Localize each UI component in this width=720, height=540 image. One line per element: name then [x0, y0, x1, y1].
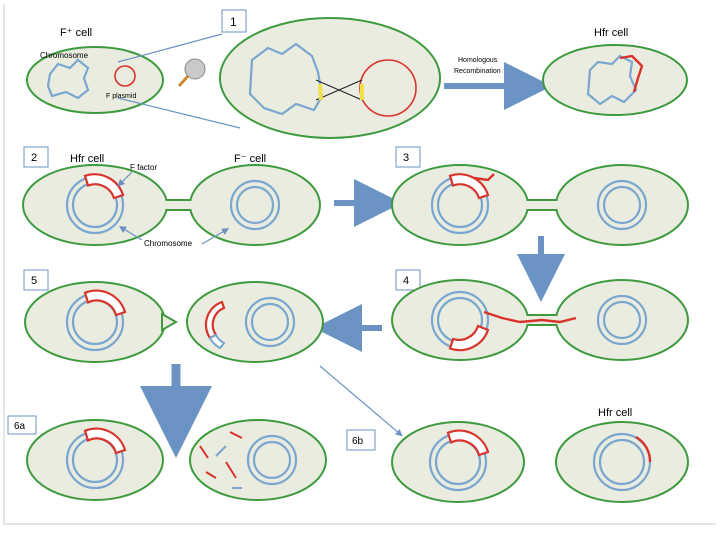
recombination-label-2: Recombination — [454, 68, 501, 75]
panel-1: F⁺ cell Chromosome F plasmid 1 Homologou… — [26, 9, 688, 139]
step-6a-number: 6a — [14, 421, 26, 432]
hfr-cell-label: Hfr cell — [594, 27, 628, 39]
f-factor-segment — [448, 173, 490, 200]
hfr-cell — [391, 421, 525, 503]
fminus-chromosome-inner — [235, 185, 275, 225]
recombinant-cell — [555, 421, 689, 503]
f-factor-pointer — [117, 171, 133, 187]
f-factor-segment — [448, 324, 490, 352]
step-3-number: 3 — [403, 152, 409, 164]
fplus-cell-label: F⁺ cell — [60, 27, 92, 39]
hfr-cell — [542, 44, 688, 116]
step-3-box — [395, 146, 421, 168]
degraded-fragment — [205, 471, 217, 479]
transferred-strand — [483, 310, 577, 324]
separation-tail — [161, 312, 179, 332]
f-plasmid — [114, 65, 136, 87]
step-2-box — [23, 146, 49, 168]
panel-6b: 6b Hfr cell — [346, 407, 689, 503]
step-4-number: 4 — [403, 275, 409, 287]
hfr-cell-label: Hfr cell — [598, 407, 632, 419]
hfr-chromosome — [586, 54, 638, 106]
transferred-chromosome-fragment — [208, 333, 226, 350]
panel-6a: 6a — [7, 415, 327, 501]
panel-5: 5 — [23, 269, 324, 363]
panel-3: 3 — [391, 146, 689, 246]
degraded-fragment — [215, 445, 227, 457]
hfr-integrated-f-factor — [619, 54, 644, 93]
bridge-fill — [160, 201, 196, 209]
fminus-chromosome-inner — [602, 185, 642, 225]
chromosome-label: Chromosome — [40, 51, 89, 60]
hfr-cell — [26, 419, 164, 501]
f-factor-segment — [83, 427, 127, 455]
step-1-number: 1 — [230, 15, 237, 29]
magnifier-handle — [177, 74, 190, 88]
f-factor-label: F factor — [130, 163, 157, 172]
step-5-box — [23, 269, 49, 291]
arrow-5-to-6b — [319, 365, 403, 437]
zoom-line-top — [117, 33, 223, 63]
fminus-cell — [189, 164, 321, 246]
fminus-cell — [555, 164, 689, 246]
chromosome — [46, 58, 90, 100]
crossover-marker-chromosome — [318, 83, 323, 101]
f-factor-segment — [83, 289, 127, 317]
hfr-cell-label: Hfr cell — [70, 153, 104, 165]
chromosome-label: Chromosome — [144, 239, 193, 248]
f-factor-nick — [473, 173, 495, 182]
bridge-fill — [524, 201, 560, 209]
fminus-cell-label: F⁻ cell — [234, 153, 266, 165]
fminus-cell — [555, 279, 689, 361]
recombination-label-1: Homologous — [458, 57, 498, 64]
panel-2: 2 Hfr cell F factor F⁻ cell Chromosome — [22, 146, 321, 248]
zoomed-cell — [219, 17, 441, 139]
f-plasmid-label: F plasmid — [106, 93, 136, 100]
step-6a-box — [7, 415, 37, 435]
chromosome-pointer-left — [118, 226, 143, 241]
step-1-box — [221, 9, 247, 33]
step-6b-box — [346, 429, 376, 451]
step-6b-number: 6b — [352, 436, 364, 447]
degraded-fragment — [229, 431, 243, 439]
recombinant-chromosome-inner — [598, 438, 646, 486]
zoom-line-bottom — [117, 97, 241, 129]
fminus-cell — [189, 419, 327, 501]
step-2-number: 2 — [31, 152, 37, 164]
fminus-chromosome-outer — [596, 179, 648, 231]
fplus-cell — [26, 46, 164, 114]
magnifier-icon — [184, 58, 206, 80]
panel-4: 4 — [391, 269, 689, 361]
fminus-chromosome-inner — [252, 440, 292, 480]
f-factor-segment — [446, 429, 490, 457]
fminus-chromosome-outer — [244, 296, 296, 348]
degraded-fragment — [199, 445, 209, 459]
degraded-fragment — [225, 461, 237, 479]
crossover-line-b — [315, 79, 363, 101]
f-factor-segment — [83, 173, 125, 200]
fminus-chromosome-inner — [250, 302, 290, 342]
fminus-chromosome-inner — [602, 300, 642, 340]
step-4-box — [395, 269, 421, 291]
fminus-chromosome-outer — [596, 294, 648, 346]
step-5-number: 5 — [31, 275, 37, 287]
fminus-chromosome-outer — [229, 179, 281, 231]
integrated-fragment — [635, 435, 652, 463]
fminus-chromosome-outer — [246, 434, 298, 486]
chromosome-pointer-right — [201, 228, 230, 245]
